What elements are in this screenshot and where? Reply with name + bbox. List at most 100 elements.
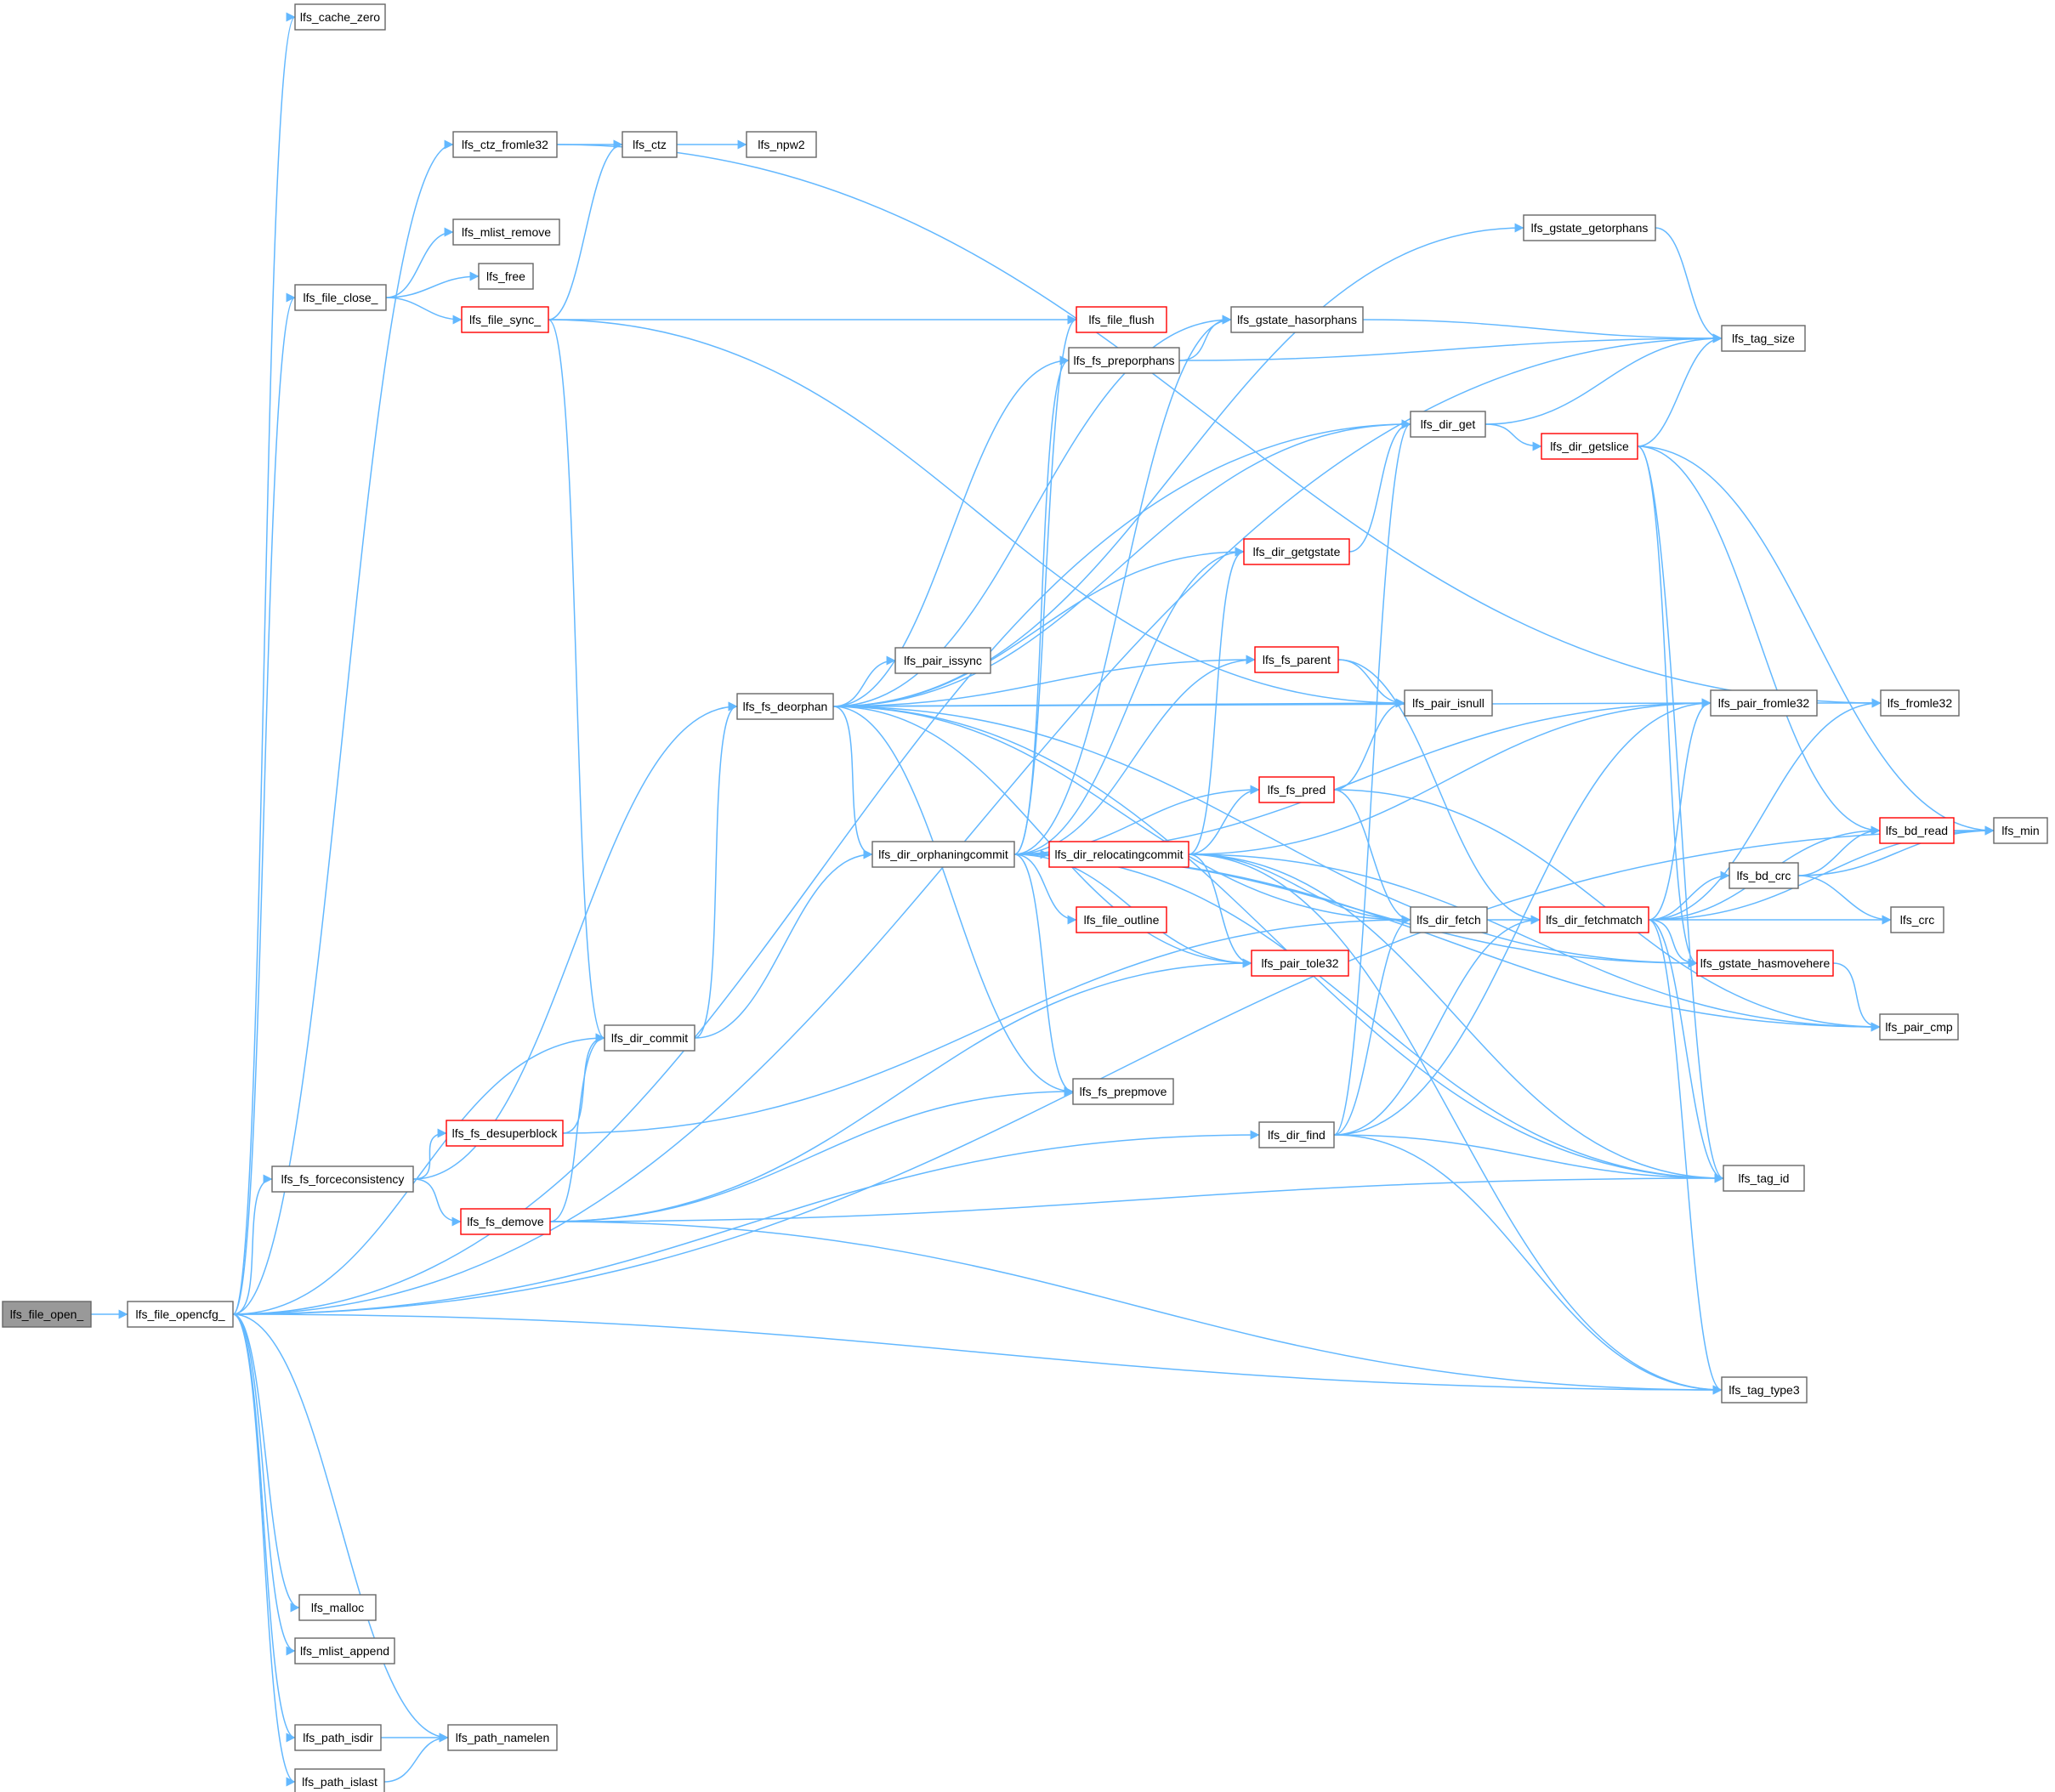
node-lfs-gstate-hasmovehere[interactable]: lfs_gstate_hasmovehere	[1696, 950, 1834, 977]
node-lfs-free[interactable]: lfs_free	[478, 263, 534, 290]
node-lfs-fs-demove[interactable]: lfs_fs_demove	[460, 1208, 551, 1235]
node-lfs-ctz[interactable]: lfs_ctz	[622, 131, 678, 158]
edge-lfs-file-opencfg-to-lfs-mlist-append	[232, 1313, 296, 1656]
node-lfs-fs-prepmove[interactable]: lfs_fs_prepmove	[1072, 1078, 1174, 1105]
node-label: lfs_dir_fetch	[1416, 913, 1480, 927]
edge-lfs-dir-find-to-lfs-dir-get	[1333, 419, 1411, 1136]
edge-lfs-file-close-to-lfs-file-sync	[385, 297, 463, 325]
node-label: lfs_tag_id	[1739, 1171, 1790, 1185]
node-lfs-pair-issync[interactable]: lfs_pair_issync	[894, 647, 991, 674]
node-lfs-tag-size[interactable]: lfs_tag_size	[1721, 325, 1806, 352]
edge-lfs-file-opencfg-to-lfs-dir-find	[232, 1130, 1260, 1315]
node-lfs-mlist-remove[interactable]: lfs_mlist_remove	[452, 218, 560, 246]
node-lfs-dir-commit[interactable]: lfs_dir_commit	[604, 1024, 695, 1052]
node-lfs-dir-relocatingcommit[interactable]: lfs_dir_relocatingcommit	[1048, 841, 1189, 868]
node-lfs-pair-tole32[interactable]: lfs_pair_tole32	[1251, 950, 1349, 977]
node-lfs-fs-forceconsistency[interactable]: lfs_fs_forceconsistency	[271, 1165, 414, 1193]
edge-lfs-gstate-hasmovehere-to-lfs-pair-cmp	[1832, 962, 1881, 1032]
node-lfs-gstate-hasorphans[interactable]: lfs_gstate_hasorphans	[1230, 306, 1364, 333]
edge-lfs-dir-getslice-to-lfs-tag-id	[1637, 445, 1724, 1183]
node-box	[1696, 950, 1834, 977]
edge-lfs-file-opencfg-to-lfs-fs-forceconsistency	[232, 1174, 273, 1315]
node-lfs-file-sync[interactable]: lfs_file_sync_	[461, 306, 549, 333]
node-box	[1410, 906, 1488, 933]
node-box	[622, 131, 678, 158]
edge-lfs-dir-get-to-lfs-tag-size	[1484, 333, 1723, 425]
edge-lfs-dir-getslice-to-lfs-bd-read	[1637, 445, 1881, 836]
node-lfs-path-namelen[interactable]: lfs_path_namelen	[447, 1724, 558, 1751]
edge-lfs-fs-demove-to-lfs-fs-prepmove	[549, 1086, 1074, 1222]
node-box	[460, 1208, 551, 1235]
node-box	[294, 284, 387, 311]
node-label: lfs_pair_cmp	[1885, 1020, 1953, 1034]
edge-lfs-fs-demove-to-lfs-tag-type3	[549, 1221, 1723, 1395]
node-lfs-file-flush[interactable]: lfs_file_flush	[1076, 306, 1167, 333]
edge-lfs-fs-preporphans-to-lfs-gstate-hasorphans	[1178, 315, 1232, 361]
node-lfs-dir-orphaningcommit[interactable]: lfs_dir_orphaningcommit	[871, 841, 1015, 868]
node-box	[1068, 347, 1180, 374]
node-lfs-min[interactable]: lfs_min	[1993, 817, 2048, 844]
node-lfs-fromle32[interactable]: lfs_fromle32	[1880, 689, 1960, 717]
node-lfs-fs-preporphans[interactable]: lfs_fs_preporphans	[1068, 347, 1180, 374]
edge-lfs-fs-deorphan-to-lfs-fs-parent	[832, 655, 1256, 707]
node-lfs-tag-id[interactable]: lfs_tag_id	[1723, 1165, 1805, 1192]
edge-lfs-fs-deorphan-to-lfs-gstate-hasmovehere	[832, 706, 1698, 968]
node-box	[871, 841, 1015, 868]
node-lfs-dir-getslice[interactable]: lfs_dir_getslice	[1541, 433, 1638, 460]
node-lfs-ctz-fromle32[interactable]: lfs_ctz_fromle32	[452, 131, 558, 158]
node-label: lfs_npw2	[758, 138, 804, 151]
node-lfs-file-outline[interactable]: lfs_file_outline	[1076, 906, 1167, 933]
node-lfs-file-close[interactable]: lfs_file_close_	[294, 284, 387, 311]
node-lfs-npw2[interactable]: lfs_npw2	[746, 131, 817, 158]
edge-lfs-dir-relocatingcommit-to-lfs-dir-fetch	[1188, 853, 1411, 925]
node-label: lfs_fs_demove	[467, 1215, 543, 1228]
node-lfs-mlist-append[interactable]: lfs_mlist_append	[294, 1637, 395, 1664]
edge-lfs-fs-forceconsistency-to-lfs-fs-deorphan	[412, 701, 738, 1180]
edge-lfs-file-close-to-lfs-free	[385, 271, 480, 298]
node-lfs-dir-get[interactable]: lfs_dir_get	[1410, 411, 1486, 438]
node-lfs-file-open[interactable]: lfs_file_open_	[2, 1301, 92, 1328]
node-box	[894, 647, 991, 674]
node-lfs-file-opencfg[interactable]: lfs_file_opencfg_	[127, 1301, 234, 1328]
node-lfs-bd-crc[interactable]: lfs_bd_crc	[1729, 862, 1799, 889]
edge-lfs-fs-deorphan-to-lfs-pair-fromle32	[832, 698, 1712, 708]
node-label: lfs_fromle32	[1888, 696, 1952, 710]
node-box	[604, 1024, 695, 1052]
node-lfs-dir-find[interactable]: lfs_dir_find	[1258, 1121, 1335, 1148]
node-label: lfs_ctz	[633, 138, 667, 151]
edge-lfs-fs-deorphan-to-lfs-pair-isnull	[832, 698, 1405, 708]
node-lfs-pair-cmp[interactable]: lfs_pair_cmp	[1879, 1013, 1959, 1041]
edge-lfs-ctz-fromle32-to-lfs-fromle32	[556, 144, 1882, 708]
node-lfs-path-islast[interactable]: lfs_path_islast	[294, 1768, 385, 1792]
node-lfs-pair-isnull[interactable]: lfs_pair_isnull	[1404, 689, 1493, 717]
node-label: lfs_pair_tole32	[1261, 956, 1338, 970]
node-lfs-pair-fromle32[interactable]: lfs_pair_fromle32	[1710, 689, 1818, 717]
node-lfs-fs-desuperblock[interactable]: lfs_fs_desuperblock	[446, 1120, 564, 1147]
node-label: lfs_dir_get	[1421, 417, 1476, 431]
edge-lfs-fs-forceconsistency-to-lfs-fs-desuperblock	[412, 1128, 447, 1180]
node-lfs-malloc[interactable]: lfs_malloc	[298, 1594, 377, 1621]
edge-lfs-dir-orphaningcommit-to-lfs-file-flush	[1013, 315, 1077, 855]
node-lfs-fs-pred[interactable]: lfs_fs_pred	[1258, 776, 1335, 803]
edge-lfs-dir-relocatingcommit-to-lfs-tag-type3	[1188, 853, 1723, 1395]
node-box	[1723, 1165, 1805, 1192]
node-lfs-cache-zero[interactable]: lfs_cache_zero	[294, 3, 386, 31]
node-box	[1993, 817, 2048, 844]
node-lfs-fs-deorphan[interactable]: lfs_fs_deorphan	[736, 693, 834, 720]
node-box	[452, 218, 560, 246]
node-lfs-crc[interactable]: lfs_crc	[1890, 906, 1944, 933]
edge-lfs-bd-crc-to-lfs-crc	[1797, 875, 1892, 925]
node-box	[1541, 433, 1638, 460]
node-label: lfs_free	[486, 269, 525, 283]
node-lfs-dir-fetch[interactable]: lfs_dir_fetch	[1410, 906, 1488, 933]
node-lfs-path-isdir[interactable]: lfs_path_isdir	[294, 1724, 382, 1751]
node-lfs-tag-type3[interactable]: lfs_tag_type3	[1721, 1376, 1808, 1404]
node-lfs-bd-read[interactable]: lfs_bd_read	[1879, 817, 1955, 844]
node-label: lfs_path_islast	[302, 1775, 378, 1789]
node-lfs-fs-parent[interactable]: lfs_fs_parent	[1254, 646, 1339, 673]
node-lfs-gstate-getorphans[interactable]: lfs_gstate_getorphans	[1523, 214, 1656, 241]
node-lfs-dir-getgstate[interactable]: lfs_dir_getgstate	[1243, 538, 1350, 565]
edge-lfs-bd-crc-to-lfs-min	[1797, 825, 1995, 876]
node-lfs-dir-fetchmatch[interactable]: lfs_dir_fetchmatch	[1539, 906, 1649, 933]
